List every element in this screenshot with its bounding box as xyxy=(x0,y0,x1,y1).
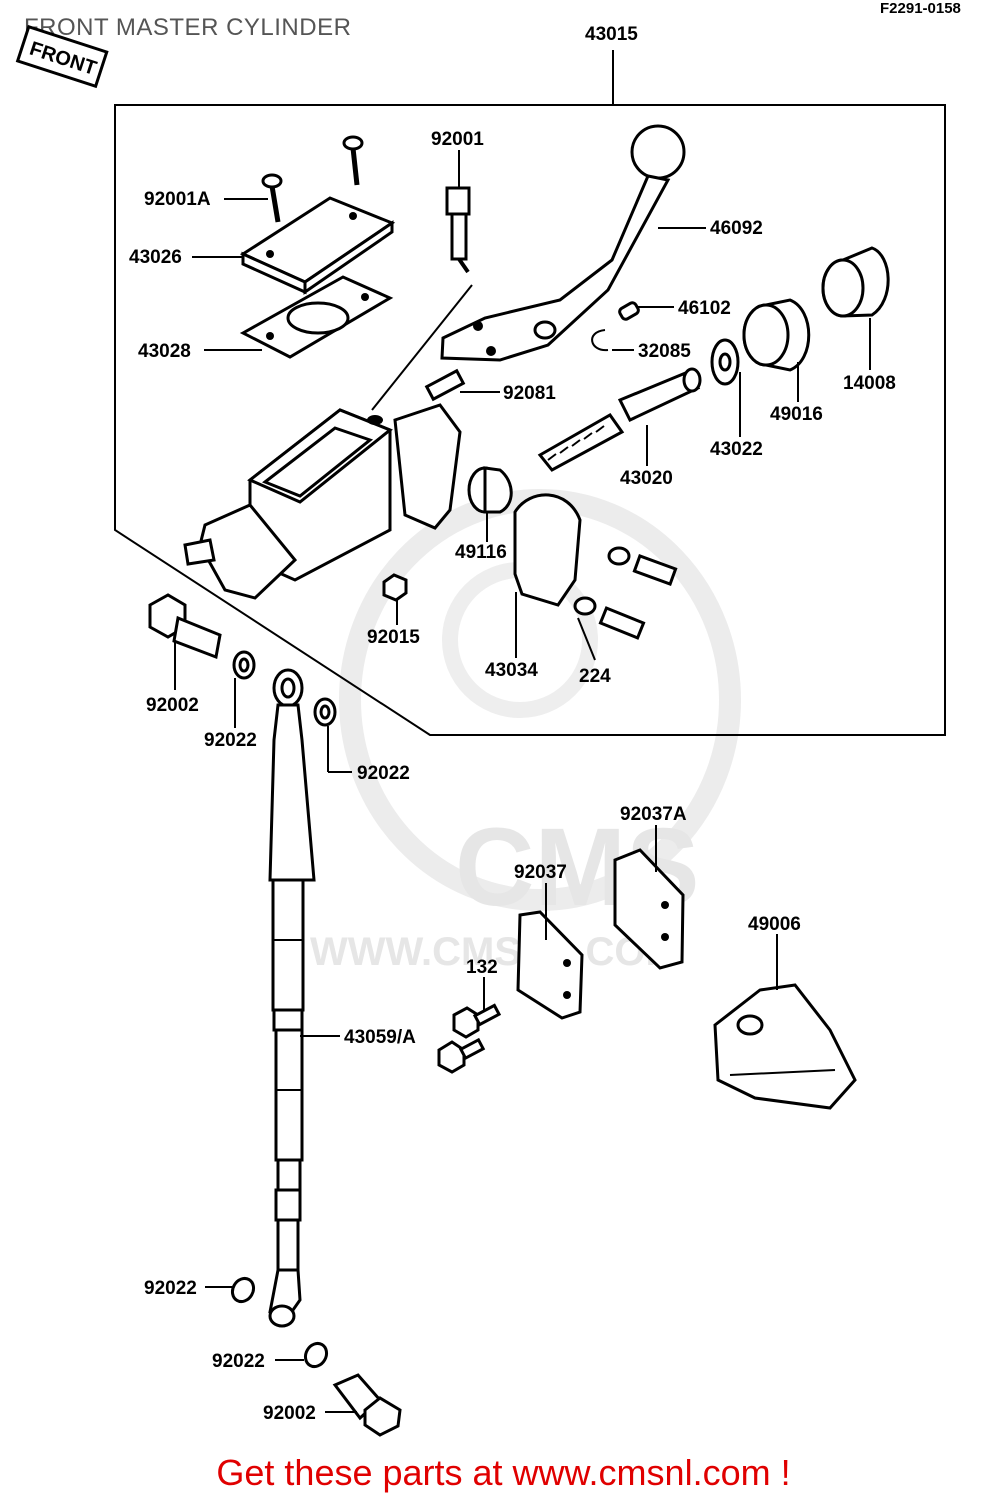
label-43059a: 43059/A xyxy=(344,1027,416,1048)
return-spring xyxy=(424,368,466,402)
label-92022-c: 92022 xyxy=(144,1278,197,1299)
piston-cup xyxy=(742,298,811,372)
label-92022-b: 92022 xyxy=(357,763,410,784)
handlebar-clamp xyxy=(513,493,582,607)
collar xyxy=(467,466,513,514)
label-43028: 43028 xyxy=(138,341,191,362)
bolt-132-upper xyxy=(452,1003,502,1039)
figure-code: F2291-0158 xyxy=(880,0,961,17)
label-14008: 14008 xyxy=(843,373,896,394)
nut xyxy=(382,573,408,602)
banjo-bolt-bottom xyxy=(332,1373,402,1437)
label-92001: 92001 xyxy=(431,129,484,150)
label-43026: 43026 xyxy=(129,247,182,268)
label-43022: 43022 xyxy=(710,439,763,460)
pivot-bolt xyxy=(445,186,471,274)
label-92037a: 92037A xyxy=(620,804,687,825)
brake-lever xyxy=(440,124,686,362)
label-49016: 49016 xyxy=(770,404,823,425)
label-43034: 43034 xyxy=(485,660,538,681)
reservoir-cap xyxy=(239,196,396,295)
label-92001a: 92001A xyxy=(144,189,211,210)
bracket-92037 xyxy=(516,910,584,1020)
lever-pin xyxy=(618,301,640,321)
label-46092: 46092 xyxy=(710,218,763,239)
label-92015: 92015 xyxy=(367,627,420,648)
gasket-a xyxy=(232,650,256,680)
label-92037: 92037 xyxy=(514,862,567,883)
label-43020: 43020 xyxy=(620,468,673,489)
part-labels: 43015 92001 92001A 46092 43026 46102 430… xyxy=(129,24,896,1424)
gasket-c xyxy=(230,1276,256,1304)
label-132: 132 xyxy=(466,957,498,978)
label-92022-d: 92022 xyxy=(212,1351,265,1372)
footer-link[interactable]: Get these parts at www.cmsnl.com ! xyxy=(216,1452,791,1493)
label-49006: 49006 xyxy=(748,914,801,935)
label-43015: 43015 xyxy=(585,24,638,45)
label-224: 224 xyxy=(579,666,611,687)
screw-92001a-2 xyxy=(342,135,364,186)
gasket-d xyxy=(303,1341,329,1369)
label-92022-a: 92022 xyxy=(204,730,257,751)
diagram-title: FRONT MASTER CYLINDER xyxy=(24,14,352,41)
clamp-bolt-upper xyxy=(607,546,678,586)
bolt-132-lower xyxy=(437,1037,486,1074)
label-92002-bottom: 92002 xyxy=(263,1403,316,1424)
screw-92001a xyxy=(261,173,283,223)
brake-hose xyxy=(268,668,316,1328)
gasket-b xyxy=(313,697,337,727)
bracket-92037a xyxy=(613,848,685,970)
diaphragm-plate xyxy=(239,275,394,359)
dust-boot xyxy=(821,246,890,318)
holder-49006 xyxy=(713,983,857,1110)
label-49116: 49116 xyxy=(455,542,507,563)
watermark-url: WWW.CMSNL.COM xyxy=(310,930,679,974)
label-46102: 46102 xyxy=(678,298,731,319)
circlip xyxy=(591,329,609,352)
label-92002-top: 92002 xyxy=(146,695,199,716)
front-stamp: FRONT xyxy=(15,24,109,89)
assembly-outline xyxy=(114,50,946,736)
leader-lines xyxy=(174,150,871,1413)
banjo-bolt-top xyxy=(148,593,222,660)
label-92081: 92081 xyxy=(503,383,556,404)
washer-43022 xyxy=(710,338,740,386)
piston-assembly xyxy=(537,367,702,472)
master-cylinder-body xyxy=(183,403,462,600)
clamp-bolt-lower xyxy=(573,596,646,640)
label-32085: 32085 xyxy=(638,341,691,362)
